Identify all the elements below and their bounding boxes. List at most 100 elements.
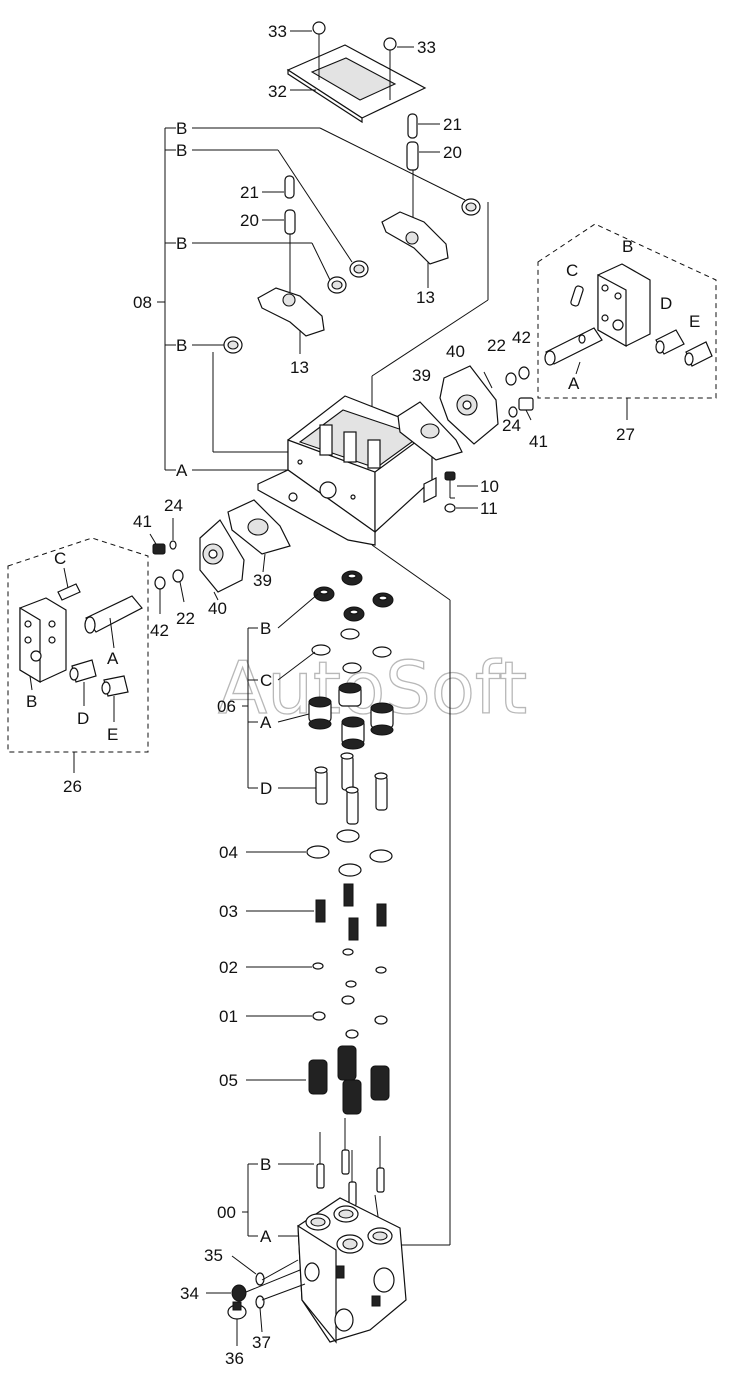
cam-plate-40-left: [199, 519, 245, 593]
label-39-left: 39: [253, 571, 272, 590]
bushing-b4: [223, 336, 243, 354]
block-26-b: [19, 597, 67, 684]
lever-13-right: [381, 211, 449, 288]
label-06-b: B: [260, 619, 271, 638]
label-26: 26: [63, 777, 82, 796]
gasket-39-left: [227, 499, 291, 555]
label-10: 10: [480, 477, 499, 496]
label-00: 00: [217, 1203, 236, 1222]
label-08-b2: B: [176, 141, 187, 160]
seat-04-set: [246, 829, 393, 877]
shaft-26-a: [84, 595, 143, 649]
bracket-06: [242, 593, 319, 789]
label-37: 37: [252, 1333, 271, 1352]
pin-27-c: [570, 285, 584, 307]
label-08: 08: [133, 293, 152, 312]
plug-34: [206, 1269, 301, 1302]
washer-02-set: [246, 948, 387, 988]
rod-20-right: [406, 141, 440, 171]
spring-05-set: [246, 1045, 390, 1115]
o-ring-37: [255, 1283, 306, 1333]
label-13-right: 13: [416, 288, 435, 307]
plug-36: [227, 1301, 247, 1346]
label-36: 36: [225, 1349, 244, 1368]
callout-labels: 33 33 32 21 20 21 20 B B B B 08 13 13 A …: [26, 22, 700, 1368]
o-ring-42-left: [154, 576, 166, 614]
block-27-b: [597, 263, 651, 348]
label-32: 32: [268, 82, 287, 101]
label-24-right: 24: [502, 416, 521, 435]
label-03: 03: [219, 902, 238, 921]
lever-13-left: [257, 287, 325, 354]
label-22-right: 22: [487, 336, 506, 355]
label-26-e: E: [107, 725, 118, 744]
washer-24-right: [508, 406, 518, 418]
label-27-b: B: [622, 237, 633, 256]
label-26-c: C: [54, 549, 66, 568]
label-27-c: C: [566, 261, 578, 280]
pin-26-c: [57, 567, 81, 601]
label-00-b: B: [260, 1155, 271, 1174]
pin-27-e: [684, 341, 713, 367]
label-00-a: A: [260, 1227, 272, 1246]
label-27-e: E: [689, 312, 700, 331]
label-06-d: D: [260, 779, 272, 798]
screw-41-right: [518, 397, 534, 421]
disc-06c-set: [311, 628, 392, 674]
label-08-a: A: [176, 461, 188, 480]
bolt-33-right: [383, 37, 414, 100]
label-26-d: D: [77, 709, 89, 728]
spool-00-set: [316, 1118, 385, 1207]
rod-21-left: [262, 175, 295, 199]
label-27-a: A: [568, 374, 580, 393]
label-35: 35: [204, 1246, 223, 1265]
label-08-b1: B: [176, 119, 187, 138]
label-34: 34: [180, 1284, 199, 1303]
bushing-b3: [327, 276, 347, 294]
label-21-right: 21: [443, 115, 462, 134]
spring-03-set: [246, 883, 387, 941]
spool-06d-set: [314, 752, 388, 825]
label-20-left: 20: [240, 211, 259, 230]
o-ring-22-left: [172, 569, 185, 603]
washer-01-set: [246, 995, 388, 1039]
pin-27-d: [655, 329, 685, 355]
pin-26-d: [69, 659, 97, 706]
label-20-right: 20: [443, 143, 462, 162]
label-06: 06: [217, 697, 236, 716]
o-ring-42-right: [518, 366, 530, 380]
label-04: 04: [219, 843, 238, 862]
bracket-08: [157, 127, 489, 471]
label-05: 05: [219, 1071, 238, 1090]
box-26: [7, 537, 149, 753]
label-08-b4: B: [176, 336, 187, 355]
label-06-c: C: [260, 671, 272, 690]
label-33-left: 33: [268, 22, 287, 41]
label-40-left: 40: [208, 599, 227, 618]
bushing-b1: [461, 198, 481, 216]
label-13-left: 13: [290, 358, 309, 377]
seal-06b-set: [313, 570, 394, 622]
bracket-00: [242, 1163, 314, 1237]
label-24-left: 24: [164, 496, 183, 515]
box-27: [537, 223, 717, 399]
label-27: 27: [616, 425, 635, 444]
label-39-right: 39: [412, 366, 431, 385]
label-42-right: 42: [512, 328, 531, 347]
label-33-right: 33: [417, 38, 436, 57]
cover-plate-32: [286, 44, 427, 124]
label-08-b3: B: [176, 234, 187, 253]
screw-41-left: [149, 533, 166, 555]
label-26-a: A: [107, 649, 119, 668]
label-06-a: A: [260, 713, 272, 732]
o-ring-22-right: [505, 372, 517, 386]
label-11: 11: [480, 499, 498, 518]
upper-housing: [257, 395, 437, 546]
gasket-39-right: [397, 401, 463, 461]
label-02: 02: [219, 958, 238, 977]
pin-26-e: [101, 675, 129, 722]
label-42-left: 42: [150, 621, 169, 640]
washer-11: [444, 503, 478, 513]
shaft-27-a: [544, 327, 603, 366]
